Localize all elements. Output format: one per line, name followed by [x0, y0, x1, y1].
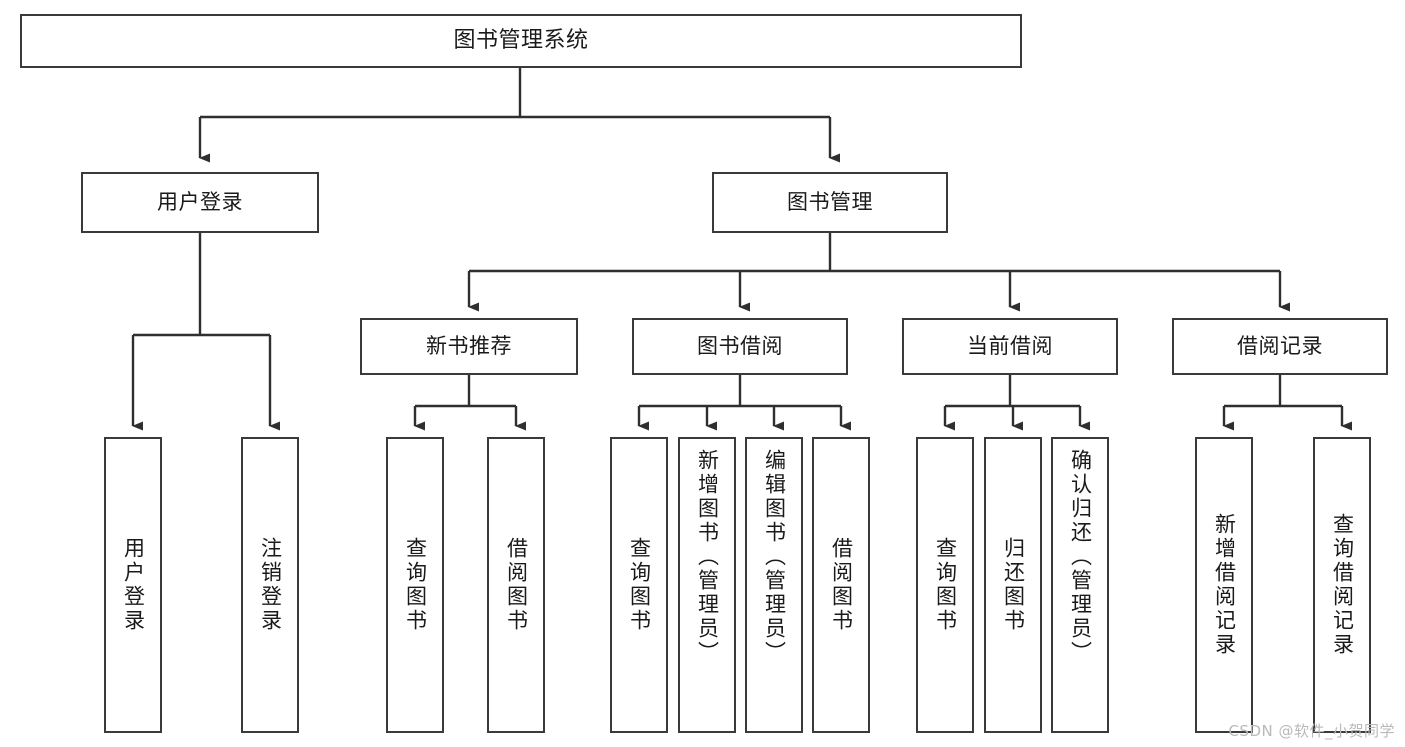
node-label: 查询图书: [403, 537, 428, 633]
node-label: 图书借阅: [697, 334, 783, 359]
node-user-login[interactable]: 用户登录: [81, 172, 319, 233]
node-book-management[interactable]: 图书管理: [712, 172, 948, 233]
node-leaf-edit-book-admin[interactable]: 编辑图书（管理员）: [745, 437, 803, 733]
node-label: 借阅记录: [1237, 334, 1323, 359]
node-label: 新书推荐: [426, 334, 512, 359]
node-label: 图书管理系统: [453, 28, 589, 54]
node-label: 注销登录: [258, 537, 283, 633]
node-label: 确认归还（管理员）: [1068, 449, 1093, 665]
node-book-borrow[interactable]: 图书借阅: [632, 318, 848, 375]
node-label: 归还图书: [1001, 537, 1026, 633]
node-leaf-add-book-admin[interactable]: 新增图书（管理员）: [678, 437, 736, 733]
node-new-book-recommend[interactable]: 新书推荐: [360, 318, 578, 375]
node-leaf-add-borrow-record[interactable]: 新增借阅记录: [1195, 437, 1253, 733]
node-label: 图书管理: [787, 190, 873, 215]
node-label: 编辑图书（管理员）: [762, 449, 787, 665]
node-label: 当前借阅: [967, 334, 1053, 359]
node-label: 用户登录: [157, 190, 243, 215]
node-label: 借阅图书: [829, 537, 854, 633]
node-leaf-borrow-book[interactable]: 借阅图书: [812, 437, 870, 733]
node-label: 查询图书: [933, 537, 958, 633]
node-label: 查询图书: [627, 537, 652, 633]
node-label: 新增借阅记录: [1212, 513, 1237, 657]
node-leaf-return-book[interactable]: 归还图书: [984, 437, 1042, 733]
node-root-book-management-system[interactable]: 图书管理系统: [20, 14, 1022, 68]
node-label: 查询借阅记录: [1330, 513, 1355, 657]
node-leaf-borrow-book-newbook[interactable]: 借阅图书: [487, 437, 545, 733]
csdn-watermark: CSDN @软件_小贺同学: [1228, 722, 1395, 740]
node-leaf-query-borrow-record[interactable]: 查询借阅记录: [1313, 437, 1371, 733]
node-label: 用户登录: [121, 537, 146, 633]
node-leaf-query-book-current[interactable]: 查询图书: [916, 437, 974, 733]
node-leaf-confirm-return-admin[interactable]: 确认归还（管理员）: [1051, 437, 1109, 733]
node-leaf-logout[interactable]: 注销登录: [241, 437, 299, 733]
node-current-borrow[interactable]: 当前借阅: [902, 318, 1118, 375]
node-leaf-query-book-newbook[interactable]: 查询图书: [386, 437, 444, 733]
node-leaf-query-book-borrow[interactable]: 查询图书: [610, 437, 668, 733]
node-label: 新增图书（管理员）: [695, 449, 720, 665]
node-leaf-user-login[interactable]: 用户登录: [104, 437, 162, 733]
node-borrow-record[interactable]: 借阅记录: [1172, 318, 1388, 375]
node-label: 借阅图书: [504, 537, 529, 633]
